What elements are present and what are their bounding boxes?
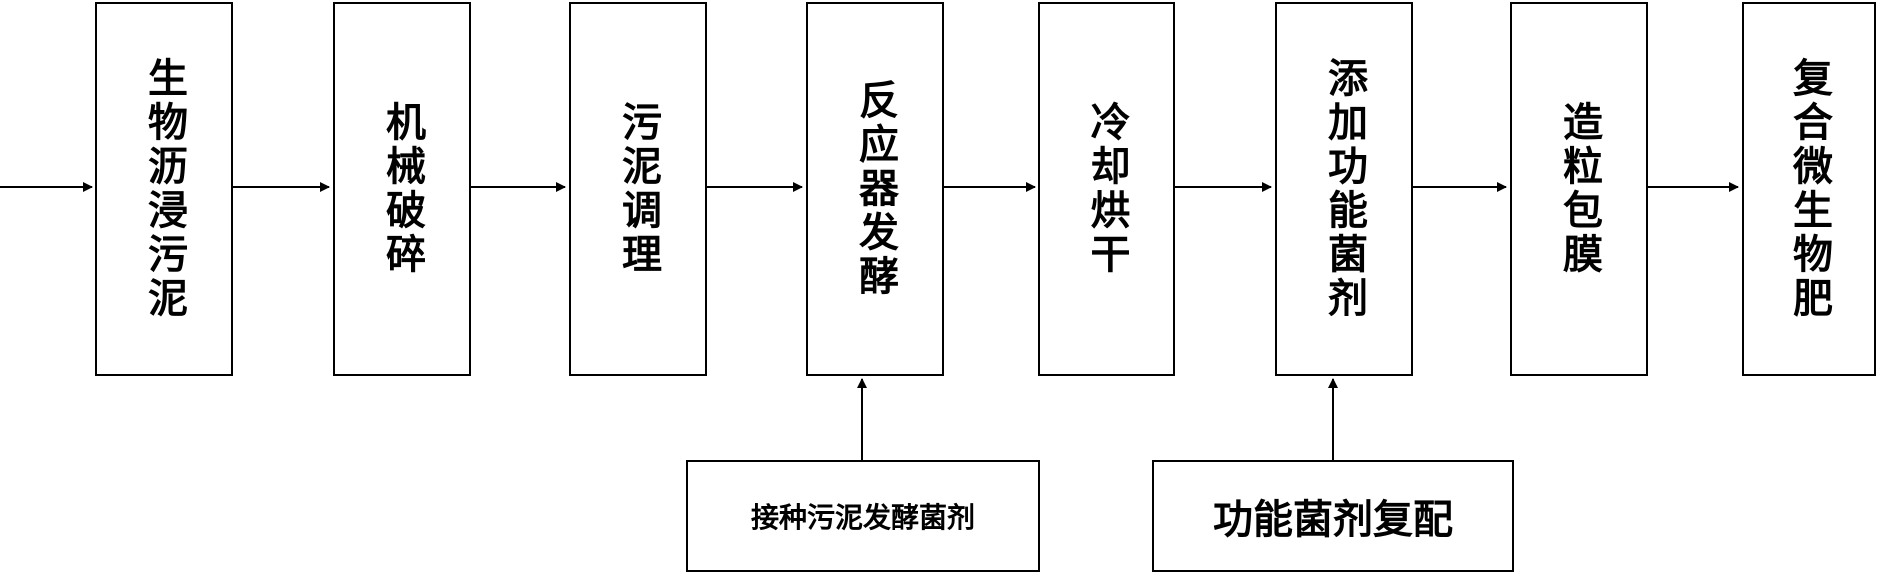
step-label: 反应器发酵 <box>852 79 898 299</box>
step-label: 污泥调理 <box>615 101 661 277</box>
step-label: 机械破碎 <box>379 101 425 277</box>
step-add-functional-agent: 添加功能菌剂 <box>1275 2 1413 376</box>
input-inoculant-label: 接种污泥发酵菌剂 <box>750 501 975 534</box>
step-label: 添加功能菌剂 <box>1321 57 1367 321</box>
input-compounding-label: 功能菌剂复配 <box>1213 497 1453 543</box>
step-granulation-coating: 造粒包膜 <box>1510 2 1648 376</box>
step-mechanical-crushing: 机械破碎 <box>333 2 471 376</box>
step-label: 造粒包膜 <box>1556 101 1602 277</box>
step-compound-microbial-fertilizer: 复合微生物肥 <box>1742 2 1876 376</box>
step-label: 生物沥浸污泥 <box>141 57 187 321</box>
step-label: 复合微生物肥 <box>1786 57 1832 321</box>
input-compounding-box: 功能菌剂复配 <box>1152 460 1514 572</box>
step-bioleaching-sludge: 生物沥浸污泥 <box>95 2 233 376</box>
input-inoculant-box: 接种污泥发酵菌剂 <box>686 460 1040 572</box>
step-sludge-conditioning: 污泥调理 <box>569 2 707 376</box>
step-label: 冷却烘干 <box>1083 101 1130 277</box>
step-cooling-drying: 冷却烘干 <box>1038 2 1175 376</box>
step-reactor-fermentation: 反应器发酵 <box>806 2 944 376</box>
